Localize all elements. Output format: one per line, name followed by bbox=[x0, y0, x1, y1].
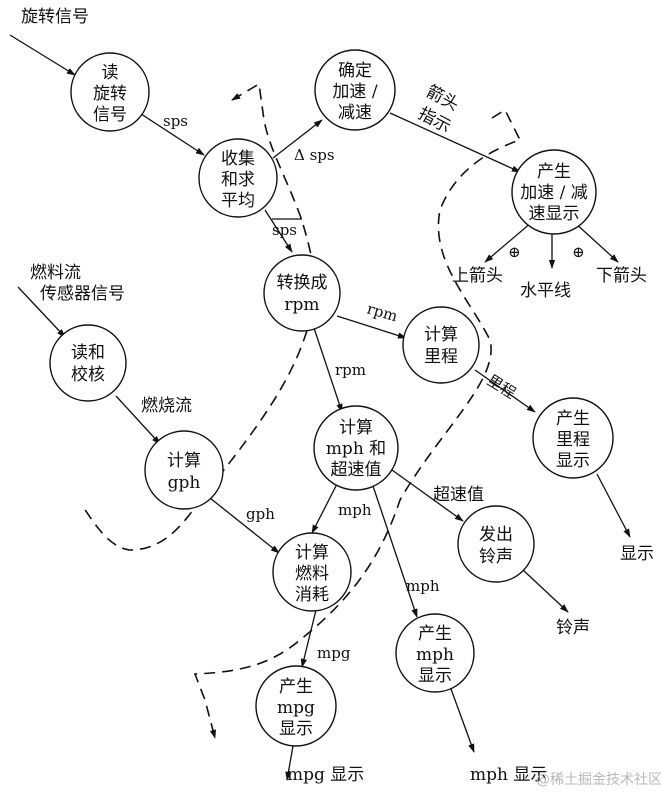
edge-mph-display bbox=[450, 688, 475, 753]
label-rpm-right: rpm bbox=[365, 300, 400, 326]
svg-text:计算里程: 计算里程 bbox=[424, 325, 458, 367]
svg-text:读和校核: 读和校核 bbox=[71, 343, 105, 385]
edge-overspeed bbox=[391, 469, 464, 522]
label-delta-sps: Δ sps bbox=[294, 146, 335, 164]
edge-fuel-input bbox=[17, 286, 66, 338]
edge-fuel-flow bbox=[115, 395, 161, 445]
boundary-dash-2 bbox=[193, 108, 522, 739]
edge-sps bbox=[134, 109, 205, 156]
dashed-boundaries bbox=[81, 82, 522, 739]
label-gph: gph bbox=[246, 505, 275, 523]
edge-rotation-input bbox=[9, 34, 76, 76]
label-up-arrow: 上箭头 bbox=[452, 266, 503, 286]
edge-mileage bbox=[474, 369, 536, 413]
fuel-flow-label-1: 燃料流 bbox=[30, 263, 81, 283]
edge-delta-sps bbox=[272, 119, 323, 159]
edge-arrow-indicator bbox=[389, 112, 521, 173]
label-down-arrow: 下箭头 bbox=[596, 266, 647, 286]
node-collect-average: 收集和求平均 bbox=[198, 138, 278, 218]
edge-sps-bar bbox=[264, 209, 293, 253]
label-bell: 铃声 bbox=[556, 618, 590, 638]
label-display: 显示 bbox=[620, 544, 654, 564]
svg-text:读旋转信号: 读旋转信号 bbox=[93, 63, 127, 125]
node-calc-fuel-consumption: 计算燃料消耗 bbox=[272, 532, 352, 612]
or-symbol-2: ⊕ bbox=[572, 243, 585, 261]
label-mph-display: mph 显示 bbox=[470, 765, 547, 785]
watermark: @稀土掘金技术社区 bbox=[536, 772, 661, 788]
edge-rpm-right bbox=[336, 315, 407, 339]
edge-rpm-down bbox=[313, 327, 343, 413]
edge-mpg bbox=[300, 609, 317, 668]
svg-text:发出铃声: 发出铃声 bbox=[479, 525, 513, 567]
label-fuel-flow: 燃烧流 bbox=[141, 396, 192, 416]
label-mpg: mpg bbox=[317, 644, 351, 662]
edge-gph bbox=[209, 497, 280, 554]
label-sps-bar: sps bbox=[272, 221, 297, 239]
svg-text:产生加速 / 减速显示: 产生加速 / 减速显示 bbox=[520, 162, 588, 224]
rotation-signal-label: 旋转信号 bbox=[21, 7, 89, 27]
edge-mpg-display bbox=[285, 745, 294, 781]
boundary-dash-1 bbox=[81, 82, 316, 551]
node-read-calibrate: 读和校核 bbox=[49, 324, 127, 402]
node-determine-accel: 确定加速 /减速 bbox=[314, 49, 396, 131]
node-read-rotation: 读旋转信号 bbox=[70, 52, 150, 132]
svg-text:计算燃料消耗: 计算燃料消耗 bbox=[295, 543, 329, 605]
label-mpg-display: mpg 显示 bbox=[287, 765, 364, 785]
node-sound-bell: 发出铃声 bbox=[457, 505, 535, 583]
svg-text:收集和求平均: 收集和求平均 bbox=[221, 149, 255, 211]
edge-bell bbox=[522, 569, 569, 613]
node-calc-mileage: 计算里程 bbox=[402, 306, 480, 384]
edge-down-arrow bbox=[573, 221, 619, 263]
fuel-flow-label-2: 传感器信号 bbox=[40, 284, 125, 304]
label-mph-left: mph bbox=[338, 501, 372, 519]
input-labels: 旋转信号 燃料流 传感器信号 bbox=[21, 7, 125, 304]
edge-up-arrow bbox=[484, 221, 533, 263]
flow-labels: sps Δ sps sps 箭头 指示 ⊕ ⊕ 上箭头 水平线 下箭头 rpm … bbox=[141, 82, 654, 785]
svg-text:产生里程显示: 产生里程显示 bbox=[556, 409, 590, 471]
node-mileage-display: 产生里程显示 bbox=[532, 397, 614, 479]
label-horizontal-line: 水平线 bbox=[520, 281, 571, 301]
edges bbox=[9, 34, 631, 781]
edge-mileage-display bbox=[596, 473, 631, 538]
svg-text:确定加速 /减速: 确定加速 /减速 bbox=[332, 61, 377, 123]
label-overspeed: 超速值 bbox=[433, 485, 484, 505]
edge-mph-left bbox=[311, 481, 339, 534]
edge-mph-down bbox=[372, 485, 418, 618]
node-produce-accel-display: 产生加速 / 减速显示 bbox=[511, 149, 597, 235]
label-sps: sps bbox=[163, 112, 188, 130]
label-mph-down: mph bbox=[406, 577, 440, 595]
or-symbol-1: ⊕ bbox=[508, 243, 521, 261]
label-rpm-down: rpm bbox=[335, 361, 366, 379]
